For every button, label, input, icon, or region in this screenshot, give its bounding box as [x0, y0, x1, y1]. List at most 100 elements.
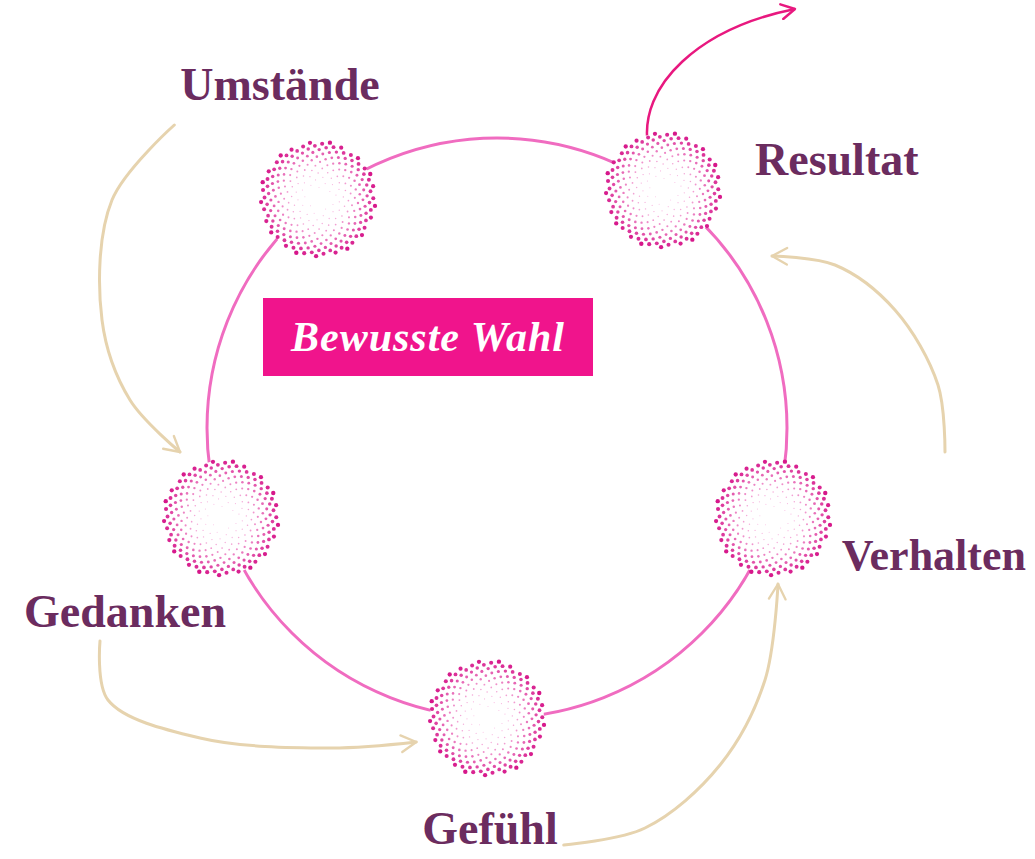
spiral-dot [534, 713, 537, 716]
spiral-dot [206, 494, 208, 496]
spiral-dot [228, 549, 230, 551]
spiral-dot [648, 166, 650, 168]
spiral-dot [196, 537, 198, 539]
spiral-dot [365, 194, 368, 197]
spiral-dot [325, 208, 326, 209]
spiral-dot [452, 717, 454, 719]
spiral-dot [268, 513, 271, 516]
spiral-dot [690, 181, 692, 183]
spiral-dot [199, 510, 200, 511]
stage-node: Verhalten [707, 452, 1032, 584]
spiral-dot [242, 501, 244, 503]
spiral-dot [619, 205, 622, 208]
spiral-dot [812, 487, 815, 490]
spiral-dot [445, 748, 449, 752]
spiral-dot [332, 204, 333, 205]
spiral-dot [787, 523, 788, 524]
spiral-dot [822, 497, 826, 501]
spiral-dot [238, 513, 239, 514]
spiral-symbol [161, 458, 281, 578]
spiral-dot [770, 498, 771, 499]
spiral-dot [497, 659, 501, 663]
spiral-dot [294, 251, 298, 255]
spiral-dot [298, 165, 300, 167]
spiral-dot [800, 509, 802, 511]
spiral-dot [224, 472, 227, 475]
spiral-dot [206, 542, 208, 544]
spiral-dot [344, 163, 347, 166]
spiral-dot [490, 753, 492, 755]
spiral-dot [493, 665, 497, 669]
spiral-dot [504, 669, 507, 672]
spiral-dot [334, 237, 337, 240]
spiral-dot [294, 205, 295, 206]
spiral-dot [313, 245, 316, 248]
spiral-dot [515, 747, 518, 750]
spiral-dot [518, 754, 521, 757]
spiral-dot [303, 223, 305, 225]
spiral-dot [215, 544, 217, 546]
spiral-dot [686, 218, 688, 220]
spiral-dot [769, 532, 770, 533]
spiral-dot [810, 507, 812, 509]
spiral-dot [704, 205, 707, 208]
spiral-dot [289, 230, 292, 233]
spiral-dot [704, 199, 707, 202]
spiral-dot [296, 236, 299, 239]
spiral-dot [799, 476, 802, 479]
spiral-dot [795, 565, 799, 569]
spiral-dot [498, 737, 499, 738]
stage-node: Gefühl [416, 652, 563, 858]
spiral-dot [738, 557, 742, 561]
spiral-dot [491, 742, 492, 743]
spiral-dot [787, 503, 788, 504]
spiral-dot [694, 144, 698, 148]
spiral-dot [786, 497, 787, 498]
spiral-dot [269, 209, 272, 212]
spiral-dot [784, 510, 785, 511]
spiral-dot [338, 232, 340, 234]
spiral-dot [205, 549, 207, 551]
spiral-dot [471, 724, 472, 725]
spiral-dot [274, 195, 277, 198]
spiral-dot [636, 177, 638, 179]
spiral-dot [349, 153, 353, 157]
spiral-dot [344, 169, 346, 171]
spiral-dot [702, 219, 706, 223]
spiral-dot [699, 188, 701, 190]
spiral-dot [698, 201, 700, 203]
spiral-dot [181, 486, 184, 489]
spiral-dot [216, 564, 219, 567]
spiral-dot [226, 534, 227, 535]
spiral-dot [486, 768, 490, 772]
choice-box: Bewusste Wahl [263, 298, 593, 376]
spiral-dot [367, 178, 371, 182]
spiral-dot [354, 216, 357, 219]
spiral-dot [540, 715, 544, 719]
spiral-dot [531, 691, 535, 695]
spiral-dot [228, 502, 229, 503]
spiral-dot [638, 209, 640, 211]
spiral-dot [265, 507, 268, 510]
spiral-dot [266, 545, 270, 549]
spiral-dot [800, 566, 804, 570]
spiral-dot [453, 741, 455, 743]
spiral-dot [498, 710, 499, 711]
spiral-dot [777, 571, 781, 575]
spiral-dot [732, 520, 734, 522]
spiral-dot [338, 189, 339, 190]
spiral-dot [649, 187, 650, 188]
spiral-dot [485, 738, 486, 739]
spiral-dot [267, 530, 270, 533]
spiral-dot [658, 236, 661, 239]
spiral-dot [805, 478, 809, 482]
spiral-dot [817, 491, 821, 495]
spiral-dot [479, 724, 480, 725]
spiral-dot [205, 570, 209, 574]
spiral-dot [646, 142, 649, 145]
spiral-dot [779, 477, 781, 479]
spiral-dot [238, 543, 240, 545]
spiral-dot [784, 537, 785, 538]
spiral-dot [529, 752, 533, 756]
spiral-dot [241, 551, 243, 553]
